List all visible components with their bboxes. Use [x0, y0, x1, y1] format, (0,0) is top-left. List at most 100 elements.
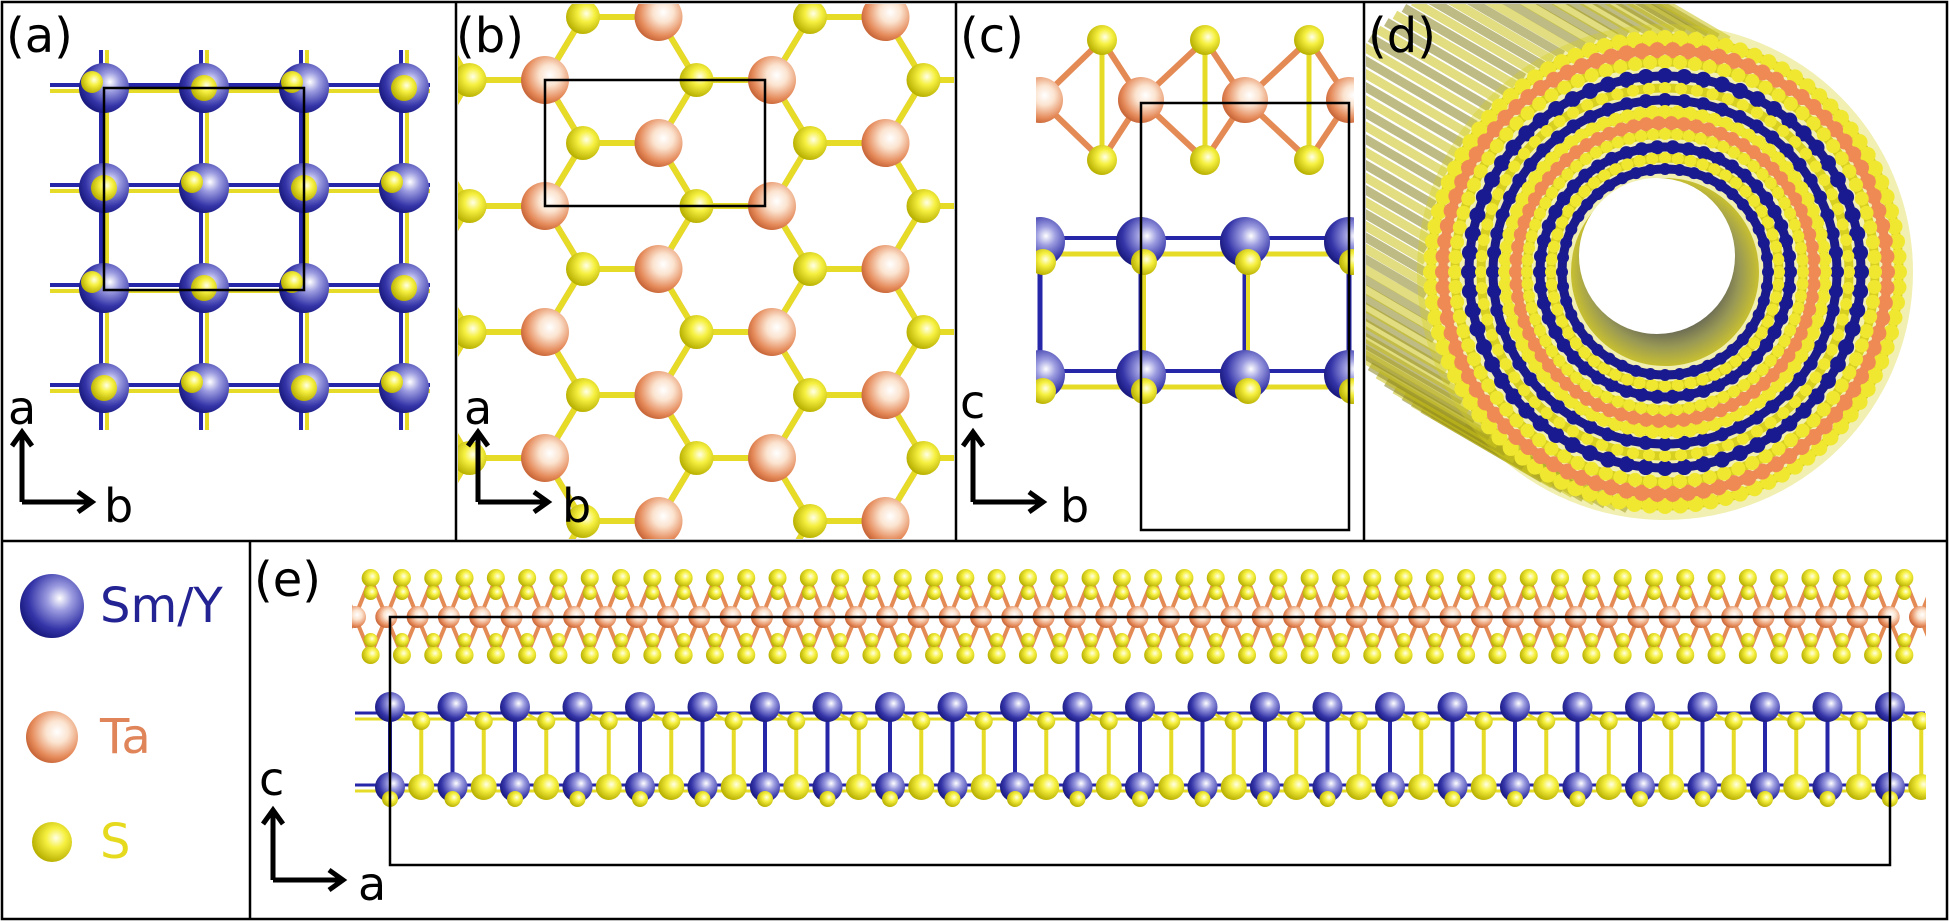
sm-y-atom: [1562, 772, 1593, 802]
s-atom: [1819, 791, 1836, 807]
s-atom: [1659, 450, 1671, 462]
s-atom: [181, 171, 203, 193]
sm-y-atom: [1604, 378, 1619, 393]
tube-streak: [1366, 243, 1428, 288]
sm-y-atom: [1749, 119, 1764, 134]
bond: [318, 17, 356, 80]
panel-e-axis-horizontal-label: a: [358, 857, 386, 911]
s-atom: [1609, 368, 1622, 381]
s-atom: [1787, 170, 1802, 185]
tube-streak: [1604, 4, 1664, 36]
s-atom: [864, 633, 879, 647]
panel-e-atoms: [352, 569, 1926, 807]
s-atom: [1702, 470, 1717, 485]
sm-y-atom: [1657, 460, 1673, 476]
s-atom: [987, 569, 1006, 587]
sm-y-atom: [1644, 367, 1657, 380]
s-atom: [1745, 73, 1760, 88]
ta-atom: [1664, 413, 1679, 428]
ta-atom: [1853, 368, 1870, 385]
s-atom: [1539, 197, 1552, 209]
ta-atom: [408, 119, 456, 167]
s-atom: [958, 586, 973, 600]
s-atom: [1499, 358, 1512, 370]
tube-streak: [1366, 134, 1445, 188]
sm-y-atom: [1732, 110, 1747, 125]
s-atom: [1529, 218, 1542, 231]
s-atom: [1498, 265, 1512, 279]
ta-atom: [1725, 398, 1740, 413]
sm-y-atom: [1852, 283, 1869, 300]
s-atom: [893, 646, 912, 664]
s-atom: [1294, 25, 1324, 55]
s-atom: [1590, 385, 1602, 398]
s-atom: [1621, 373, 1634, 386]
sm-y-atom: [1724, 370, 1739, 385]
s-atom: [1816, 290, 1831, 305]
s-atom: [1886, 309, 1903, 326]
s-atom: [1635, 401, 1648, 414]
sm-y-atom: [1618, 456, 1635, 473]
sm-y-atom: [1461, 264, 1477, 280]
tube-streak: [1366, 159, 1437, 209]
sm-y-atom: [1695, 71, 1712, 88]
tube-streak: [1366, 147, 1441, 199]
s-atom: [470, 774, 497, 800]
s-atom: [1146, 633, 1161, 647]
sm-y-atom: [1732, 445, 1749, 462]
legend-ta-label: Ta: [99, 709, 151, 765]
sm-y-atom: [1638, 435, 1653, 450]
s-atom: [1658, 475, 1672, 489]
bond: [999, 332, 1037, 395]
ta-atom: [1118, 77, 1164, 123]
s-atom: [1134, 441, 1168, 475]
s-atom: [632, 791, 648, 807]
s-atom: [1645, 105, 1660, 120]
s-atom: [1466, 352, 1481, 367]
sm-y-atom: [1600, 76, 1617, 93]
s-atom: [1146, 586, 1161, 600]
s-atom: [720, 774, 747, 800]
s-atom: [1427, 218, 1444, 235]
s-atom: [1659, 404, 1671, 416]
s-atom: [1194, 791, 1211, 807]
s-atom: [1834, 586, 1849, 600]
s-atom: [582, 586, 597, 600]
ta-atom: [748, 182, 796, 230]
s-atom: [882, 791, 898, 807]
s-atom: [1627, 84, 1640, 97]
s-atom: [1611, 443, 1624, 456]
s-atom: [645, 633, 660, 647]
ta-atom: [1435, 248, 1452, 265]
s-atom: [1659, 152, 1671, 164]
panel-b-atoms: [408, 4, 1168, 539]
s-atom: [1671, 379, 1684, 392]
s-atom: [1730, 355, 1743, 368]
sm-y-atom: [1600, 451, 1617, 468]
s-atom: [1657, 498, 1673, 514]
sm-y-atom: [1591, 343, 1604, 356]
s-atom: [1240, 586, 1255, 600]
s-atom: [1615, 633, 1630, 647]
ta-atom: [1859, 173, 1876, 190]
sm-y-atom: [1536, 386, 1551, 401]
s-atom: [1728, 385, 1740, 398]
s-atom: [361, 569, 380, 587]
s-atom: [1865, 294, 1880, 309]
ta-atom: [1448, 339, 1465, 356]
s-atom: [1528, 396, 1541, 409]
bond: [318, 521, 356, 584]
s-atom: [1826, 390, 1841, 405]
s-atom: [1826, 139, 1841, 154]
s-atom: [787, 712, 806, 730]
sm-y-atom: [1749, 410, 1764, 425]
ta-atom: [1633, 484, 1650, 501]
sm-y-atom: [1783, 265, 1797, 279]
s-atom: [1740, 586, 1755, 600]
sm-y-atom: [1688, 167, 1701, 180]
sm-y-atom: [1812, 772, 1843, 802]
sm-y-atom: [750, 772, 780, 802]
ta-atom: [1793, 438, 1810, 455]
s-atom: [1551, 646, 1570, 664]
